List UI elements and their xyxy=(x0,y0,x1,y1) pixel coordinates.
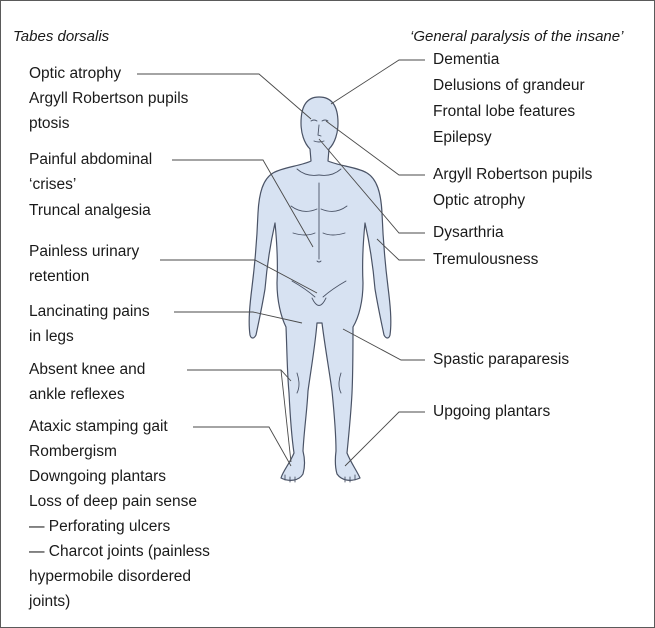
label-joints: joints) xyxy=(29,591,70,613)
label-argyll-robertson-right: Argyll Robertson pupils xyxy=(433,164,592,186)
label-optic-atrophy-right: Optic atrophy xyxy=(433,190,525,212)
label-lancinating-pains: Lancinating pains xyxy=(29,301,150,323)
left-column-header: Tabes dorsalis xyxy=(13,26,109,48)
label-hypermobile: hypermobile disordered xyxy=(29,566,191,588)
leader-upgoing-plantars xyxy=(345,412,425,466)
human-body-outline xyxy=(249,97,391,480)
label-perforating-ulcers: — Perforating ulcers xyxy=(29,516,170,538)
label-in-legs: in legs xyxy=(29,326,74,348)
label-painful-abdominal: Painful abdominal xyxy=(29,149,152,171)
label-charcot-joints: — Charcot joints (painless xyxy=(29,541,210,563)
label-ataxic-stamping-gait: Ataxic stamping gait xyxy=(29,416,168,438)
label-absent-knee: Absent knee and xyxy=(29,359,145,381)
label-frontal-lobe: Frontal lobe features xyxy=(433,101,575,123)
leader-knee-reflexes xyxy=(187,370,291,381)
label-downgoing-plantars: Downgoing plantars xyxy=(29,466,166,488)
label-dementia: Dementia xyxy=(433,49,499,71)
label-ankle-reflexes: ankle reflexes xyxy=(29,384,125,406)
label-dysarthria: Dysarthria xyxy=(433,222,504,244)
label-delusions-grandeur: Delusions of grandeur xyxy=(433,75,585,97)
label-loss-deep-pain: Loss of deep pain sense xyxy=(29,491,197,513)
right-column-header: ‘General paralysis of the insane’ xyxy=(410,26,623,48)
label-argyll-robertson-pupils: Argyll Robertson pupils xyxy=(29,88,188,110)
label-tremulousness: Tremulousness xyxy=(433,249,538,271)
leader-dementia xyxy=(331,60,425,104)
label-truncal-analgesia: Truncal analgesia xyxy=(29,200,151,222)
label-upgoing-plantars: Upgoing plantars xyxy=(433,401,550,423)
label-optic-atrophy: Optic atrophy xyxy=(29,63,121,85)
label-spastic-paraparesis: Spastic paraparesis xyxy=(433,349,569,371)
label-retention: retention xyxy=(29,266,89,288)
label-ptosis: ptosis xyxy=(29,113,70,135)
label-crises: ‘crises’ xyxy=(29,174,76,196)
label-rombergism: Rombergism xyxy=(29,441,117,463)
label-epilepsy: Epilepsy xyxy=(433,127,492,149)
label-painless-urinary: Painless urinary xyxy=(29,241,139,263)
leader-ataxic-gait xyxy=(193,427,291,466)
